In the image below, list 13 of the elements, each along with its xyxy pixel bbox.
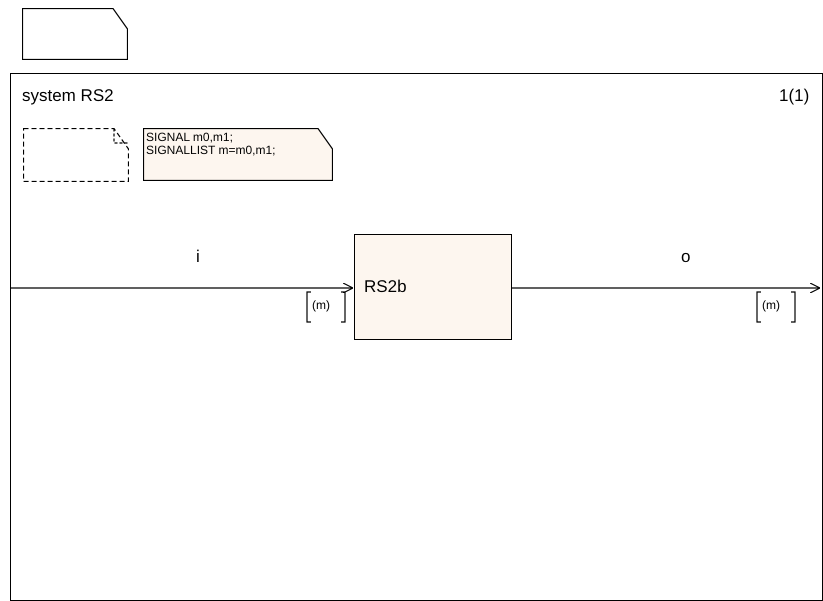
signal-declaration: SIGNAL m0,m1; SIGNALLIST m=m0,m1; (146, 131, 276, 157)
page-number: 1(1) (779, 86, 810, 106)
block-box (354, 234, 512, 340)
declaration-note (143, 128, 333, 181)
system-frame (10, 73, 823, 601)
channel-arrow (10, 282, 354, 294)
channel-arrow (511, 282, 821, 294)
system-title: system RS2 (22, 86, 114, 106)
block-name: RS2b (364, 277, 407, 297)
note-shape (22, 8, 128, 60)
signal-list: (m) (312, 298, 330, 312)
dashed-note-shape (23, 128, 129, 182)
signal-list: (m) (762, 298, 780, 312)
